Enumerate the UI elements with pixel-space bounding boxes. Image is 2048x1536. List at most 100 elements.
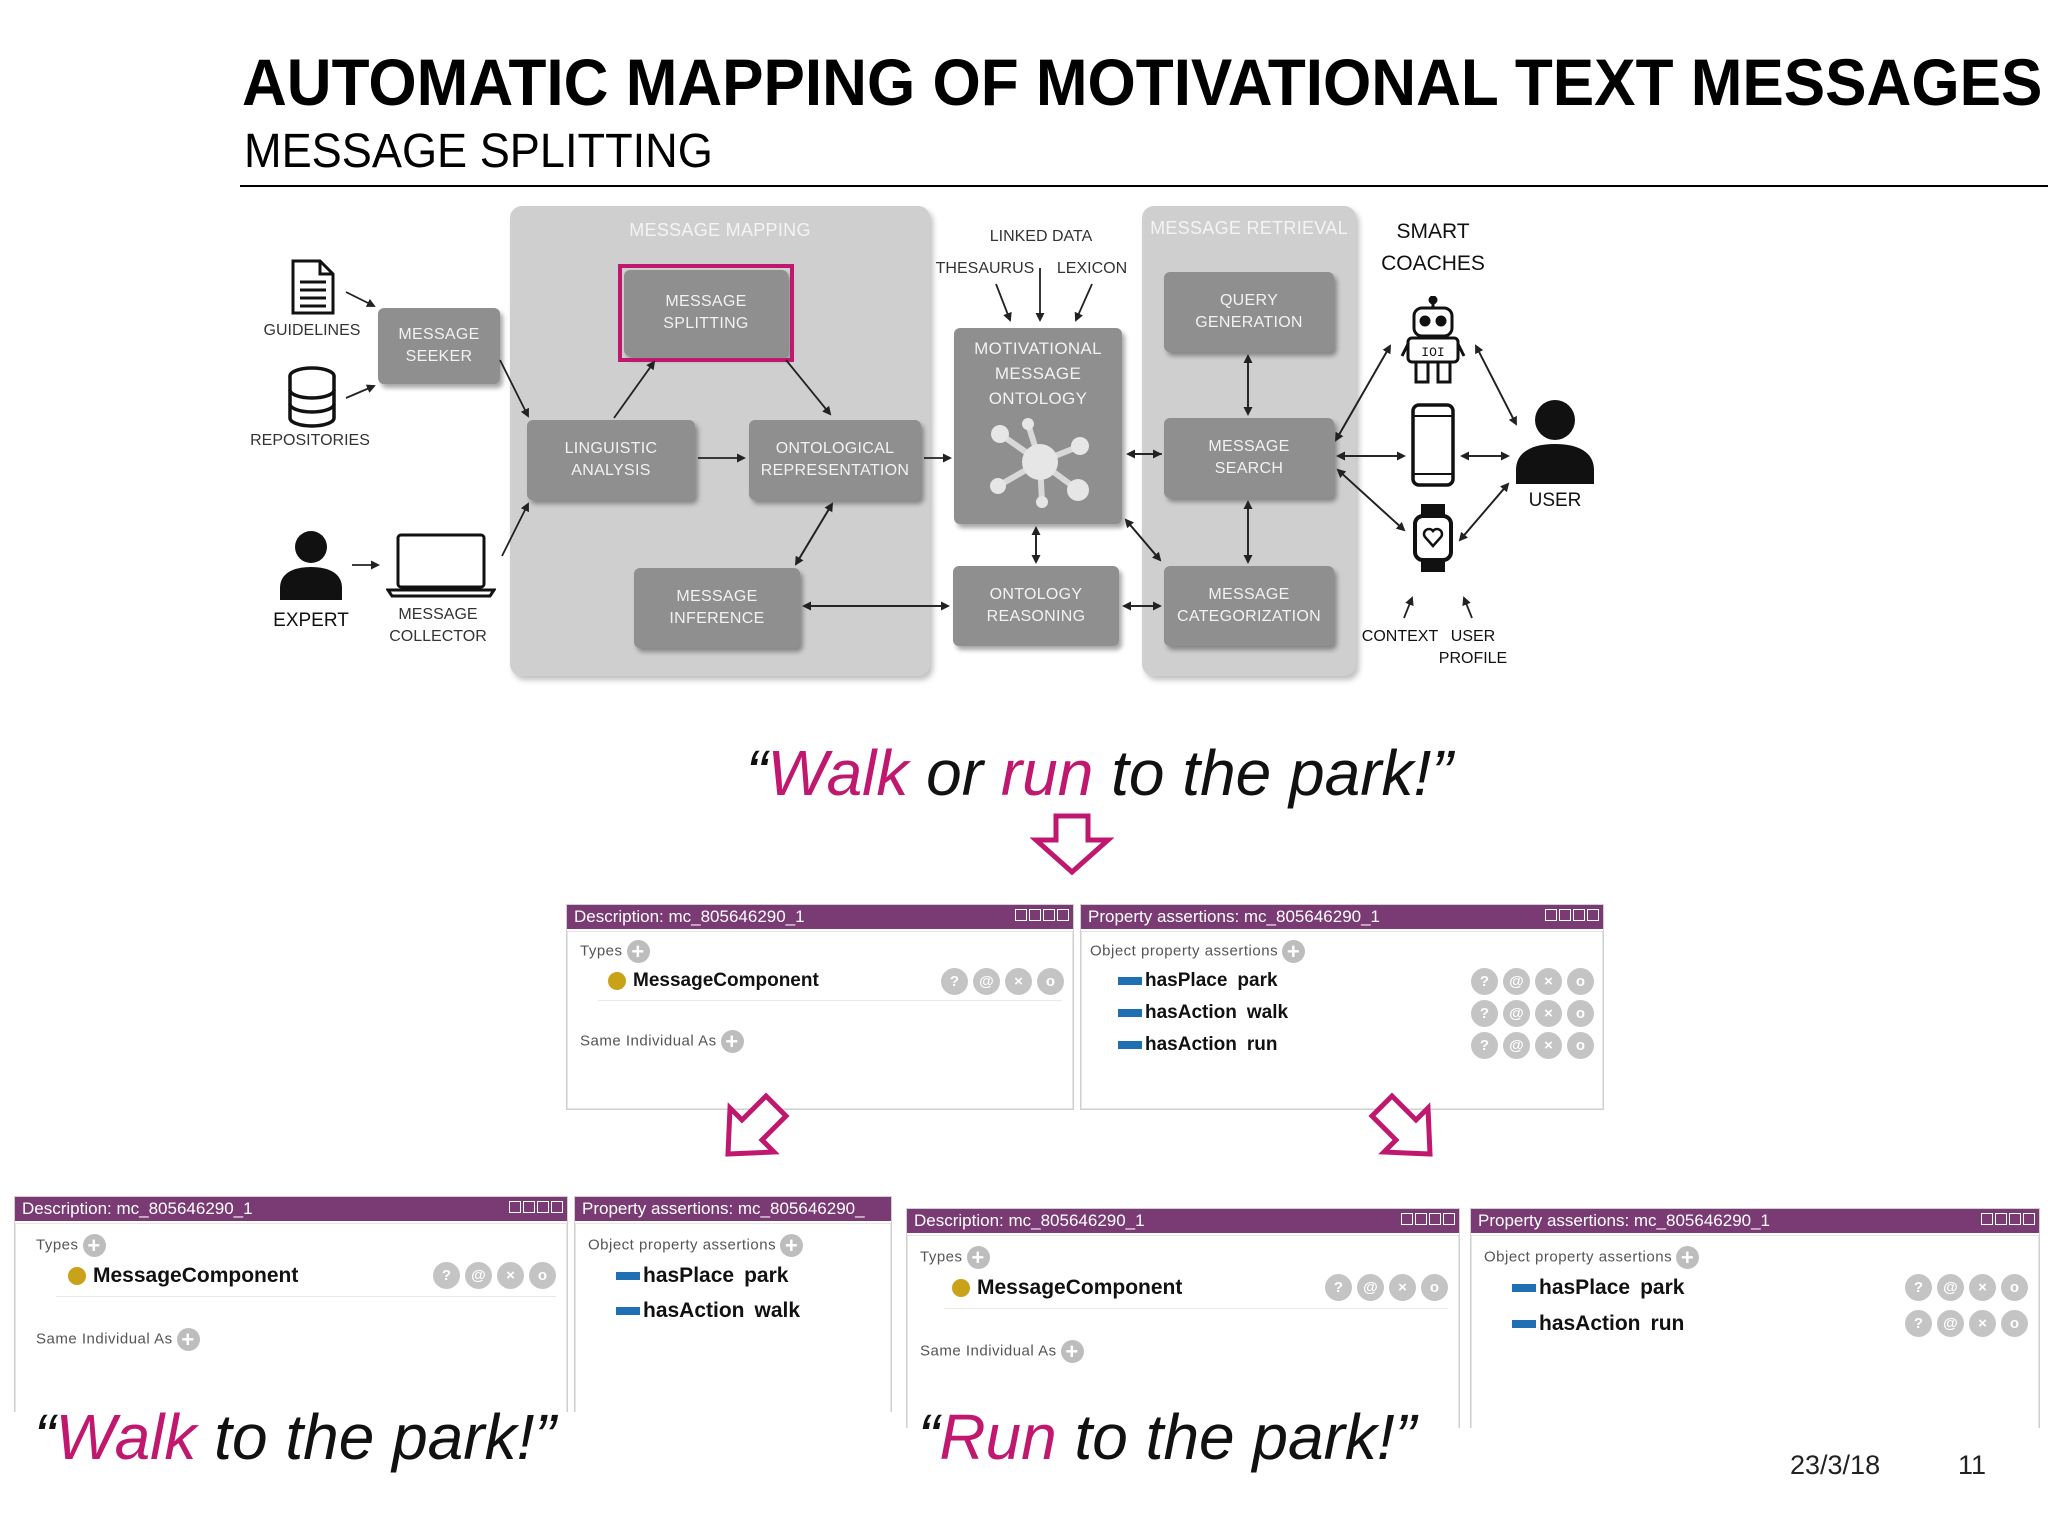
- same-individual-label: Same Individual As: [920, 1342, 1057, 1360]
- assertion-actions[interactable]: ?@×o: [1471, 1032, 1594, 1059]
- svg-text:IOI: IOI: [1421, 345, 1444, 360]
- edit-icon: o: [1037, 968, 1064, 995]
- ontological-representation-box: ONTOLOGICAL REPRESENTATION: [749, 420, 921, 500]
- assertion-property: hasAction: [1145, 1034, 1237, 1055]
- window-buttons[interactable]: [1401, 1213, 1455, 1225]
- left-description-panel: Description: mc_805646290_1 Types+ Messa…: [14, 1196, 568, 1418]
- add-same-individual-icon[interactable]: +: [720, 1030, 744, 1053]
- same-individual-section: Same Individual As+: [36, 1328, 200, 1351]
- left-quote-bg: [0, 1412, 900, 1536]
- types-section: Types+: [580, 940, 650, 963]
- split-down-arrow: [1030, 813, 1114, 876]
- right-description-title: Description: mc_805646290_1: [914, 1211, 1145, 1230]
- query-generation-box: QUERY GENERATION: [1164, 272, 1334, 352]
- add-assertion-icon[interactable]: +: [1282, 940, 1306, 963]
- top-property-header: Property assertions: mc_805646290_1: [1081, 905, 1603, 929]
- right-property-title: Property assertions: mc_805646290_1: [1478, 1211, 1771, 1230]
- assertion-value: walk: [1246, 1002, 1289, 1023]
- object-property-section: Object property assertions+: [588, 1234, 804, 1257]
- top-property-panel: Property assertions: mc_805646290_1 Obje…: [1080, 904, 1604, 1110]
- ontology-network-icon: [990, 418, 1089, 508]
- right-property-panel: Property assertions: mc_805646290_1 Obje…: [1470, 1208, 2040, 1430]
- message-splitting-box: MESSAGE SPLITTING: [624, 270, 788, 356]
- expert-label: EXPERT: [273, 610, 349, 631]
- user-label: USER: [1528, 490, 1582, 511]
- delete-icon: ×: [1005, 968, 1032, 995]
- document-icon: [291, 259, 335, 315]
- type-item[interactable]: MessageComponent: [608, 970, 819, 992]
- motivational-message-ontology-box: MOTIVATIONAL MESSAGE ONTOLOGY: [954, 328, 1122, 524]
- types-label: Types: [920, 1248, 963, 1266]
- assertion-row[interactable]: hasAction run: [1118, 1034, 1277, 1056]
- window-buttons[interactable]: [509, 1201, 563, 1213]
- window-buttons[interactable]: [1015, 909, 1069, 921]
- slide-page-number: 11: [1958, 1450, 1987, 1480]
- same-individual-section: Same Individual As+: [920, 1340, 1084, 1363]
- left-property-header: Property assertions: mc_805646290_: [575, 1197, 891, 1221]
- linguistic-analysis-box: LINGUISTIC ANALYSIS: [527, 420, 695, 500]
- user-profile-label: USER PROFILE: [1438, 628, 1508, 667]
- add-type-icon[interactable]: +: [82, 1234, 106, 1257]
- annotate-icon: @: [973, 968, 1000, 995]
- assertion-actions[interactable]: ?@×o: [1471, 968, 1594, 995]
- type-actions[interactable]: ?@×o: [1325, 1274, 1448, 1301]
- add-same-individual-icon[interactable]: +: [1060, 1340, 1084, 1363]
- same-individual-section: Same Individual As+: [580, 1030, 744, 1053]
- same-individual-label: Same Individual As: [580, 1032, 717, 1050]
- add-type-icon[interactable]: +: [626, 940, 650, 963]
- quote-word-run: Run: [939, 1401, 1057, 1473]
- top-description-title: Description: mc_805646290_1: [574, 907, 805, 926]
- top-description-header: Description: mc_805646290_1: [567, 905, 1073, 929]
- linked-data-label: LINKED DATA: [989, 228, 1093, 245]
- assertion-actions[interactable]: ?@×o: [1905, 1274, 2028, 1301]
- slide-subtitle: MESSAGE SPLITTING: [244, 125, 713, 178]
- walk-message-quote: “Walk to the park!”: [34, 1401, 556, 1473]
- type-actions[interactable]: ?@×o: [433, 1262, 556, 1289]
- window-buttons[interactable]: [1981, 1213, 2035, 1225]
- ontology-label: MOTIVATIONAL MESSAGE ONTOLOGY: [974, 339, 1102, 408]
- type-item[interactable]: MessageComponent: [68, 1264, 298, 1288]
- add-assertion-icon[interactable]: +: [1676, 1246, 1700, 1269]
- object-property-icon: [1118, 977, 1142, 985]
- object-property-icon: [1118, 1041, 1142, 1049]
- top-description-panel: Description: mc_805646290_1 Types+ Messa…: [566, 904, 1074, 1110]
- assertion-value: run: [1246, 1034, 1278, 1055]
- object-property-section: Object property assertions+: [1090, 940, 1306, 963]
- left-description-header: Description: mc_805646290_1: [15, 1197, 567, 1221]
- type-item[interactable]: MessageComponent: [952, 1276, 1182, 1300]
- type-actions[interactable]: ?@×o: [941, 968, 1064, 995]
- lexicon-label: LEXICON: [1056, 260, 1128, 277]
- repositories-label: REPOSITORIES: [250, 432, 370, 449]
- left-property-title: Property assertions: mc_805646290_: [582, 1199, 865, 1218]
- window-buttons[interactable]: [1545, 909, 1599, 921]
- assertion-actions[interactable]: ?@×o: [1905, 1310, 2028, 1337]
- message-retrieval-label: MESSAGE RETRIEVAL: [1150, 218, 1348, 238]
- message-search-box: MESSAGE SEARCH: [1164, 418, 1334, 498]
- same-individual-label: Same Individual As: [36, 1330, 173, 1348]
- class-icon: [68, 1267, 86, 1285]
- message-mapping-label: MESSAGE MAPPING: [629, 220, 811, 240]
- laptop-icon: [386, 533, 496, 598]
- object-property-section: Object property assertions+: [1484, 1246, 1700, 1269]
- quote-word-walk: Walk: [767, 737, 909, 809]
- add-type-icon[interactable]: +: [966, 1246, 990, 1269]
- database-icon: [288, 366, 336, 428]
- split-right-arrow: [1368, 1092, 1433, 1157]
- object-property-icon: [1118, 1009, 1142, 1017]
- add-same-individual-icon[interactable]: +: [176, 1328, 200, 1351]
- assertion-actions[interactable]: ?@×o: [1471, 1000, 1594, 1027]
- message-inference-box: MESSAGE INFERENCE: [634, 568, 800, 648]
- assertion-value: park: [1237, 970, 1278, 991]
- quote-word-walk: Walk: [55, 1401, 197, 1473]
- message-seeker-box: MESSAGE SEEKER: [378, 308, 500, 384]
- add-assertion-icon[interactable]: +: [780, 1234, 804, 1257]
- object-property-label: Object property assertions: [1484, 1248, 1673, 1266]
- left-property-panel: Property assertions: mc_805646290_ Objec…: [574, 1196, 892, 1418]
- right-description-header: Description: mc_805646290_1: [907, 1209, 1459, 1233]
